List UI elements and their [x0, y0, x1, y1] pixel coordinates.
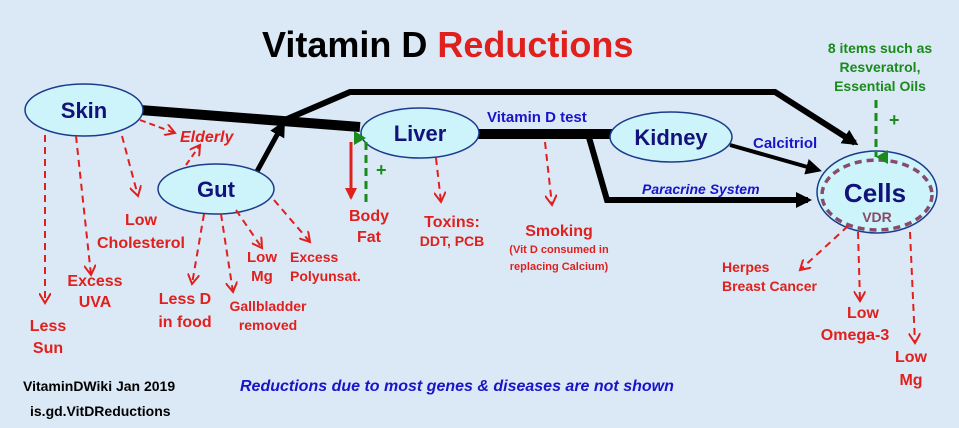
enhancer-line1: 8 items such as [828, 40, 932, 56]
excess-uva-arrow [75, 135, 91, 275]
footer-link[interactable]: is.gd.VitDReductions [30, 403, 171, 419]
top-arc-to-cells-arrow [278, 89, 859, 146]
toxins-arrow [436, 157, 441, 202]
low-omega3-line1: Low [847, 305, 880, 322]
kidney-node [609, 111, 733, 163]
paracrine-arrow [585, 133, 812, 208]
footer-note: Reductions due to most genes & diseases … [240, 378, 674, 395]
excess-polyunsat-line1: Excess [290, 249, 338, 265]
elderly-arrow [139, 119, 175, 133]
cells-label: Cells [844, 178, 906, 208]
herpes-arrow [800, 225, 849, 270]
smoking-arrow [544, 141, 552, 205]
herpes-line2: Breast Cancer [722, 278, 817, 294]
low-mg-cells-arrow [910, 231, 915, 343]
low-omega3-arrow [858, 231, 860, 301]
low-mg-gut-line1: Low [247, 249, 277, 266]
enhancer-line3: Essential Oils [834, 78, 926, 94]
smoking-line2: (Vit D consumed in [509, 244, 609, 256]
low-cholesterol-line2: Cholesterol [97, 235, 185, 252]
gut-node [157, 163, 275, 215]
excess-uva-line1: Excess [67, 273, 122, 290]
title-part2: Reductions [437, 24, 633, 65]
smoking-line3: replacing Calcium) [510, 261, 609, 273]
cells-plus: + [889, 110, 900, 130]
toxins-line1: Toxins: [424, 214, 480, 231]
enhancer-line2: Resveratrol, [840, 59, 921, 75]
gallbladder-arrow [220, 213, 233, 292]
gut-to-junction-arrow [252, 120, 286, 177]
vitamin-d-test-label: Vitamin D test [487, 109, 587, 126]
cells-vdr-ring [820, 158, 934, 232]
gut-label: Gut [197, 177, 236, 202]
vdr-label: VDR [862, 209, 892, 225]
low-mg-gut-arrow [235, 209, 262, 248]
gallbladder-line1: Gallbladder [229, 298, 307, 314]
less-d-food-line2: in food [158, 314, 211, 331]
low-cholesterol-line1: Low [125, 212, 158, 229]
skin-node [24, 83, 144, 137]
liver-label: Liver [394, 121, 447, 146]
low-omega3-line2: Omega-3 [821, 327, 890, 344]
excess-polyunsat-line2: Polyunsat. [290, 268, 361, 284]
low-mg-gut-line2: Mg [251, 268, 273, 285]
title-part1: Vitamin D [262, 24, 427, 65]
body-fat-line2: Fat [357, 229, 382, 246]
toxins-line2: DDT, PCB [420, 233, 485, 249]
gallbladder-line2: removed [239, 317, 297, 333]
low-mg-cells-line1: Low [895, 349, 928, 366]
excess-uva-line2: UVA [79, 294, 112, 311]
skin-to-liver-flow [139, 105, 361, 132]
less-d-food-arrow [192, 213, 205, 284]
low-cholesterol-arrow [121, 135, 138, 196]
body-fat-line1: Body [349, 208, 389, 225]
liver-plus: + [376, 160, 387, 180]
footer-credit: VitaminDWiki Jan 2019 [23, 378, 175, 394]
skin-label: Skin [61, 98, 107, 123]
herpes-line1: Herpes [722, 259, 770, 275]
excess-polyunsat-arrow [273, 199, 310, 242]
less-d-food-line1: Less D [159, 291, 211, 308]
page-title: Vitamin D Reductions [262, 24, 633, 65]
low-mg-cells-line2: Mg [899, 372, 922, 389]
elderly-label: Elderly [180, 129, 234, 146]
calcitriol-arrow [729, 143, 822, 175]
kidney-label: Kidney [634, 125, 708, 150]
less-sun-line1: Less [30, 318, 67, 335]
paracrine-label: Paracrine System [642, 181, 760, 197]
smoking-line1: Smoking [525, 223, 593, 240]
elderly-to-gut-arrow [185, 145, 200, 166]
less-sun-line2: Sun [33, 340, 63, 357]
calcitriol-label: Calcitriol [753, 135, 817, 152]
